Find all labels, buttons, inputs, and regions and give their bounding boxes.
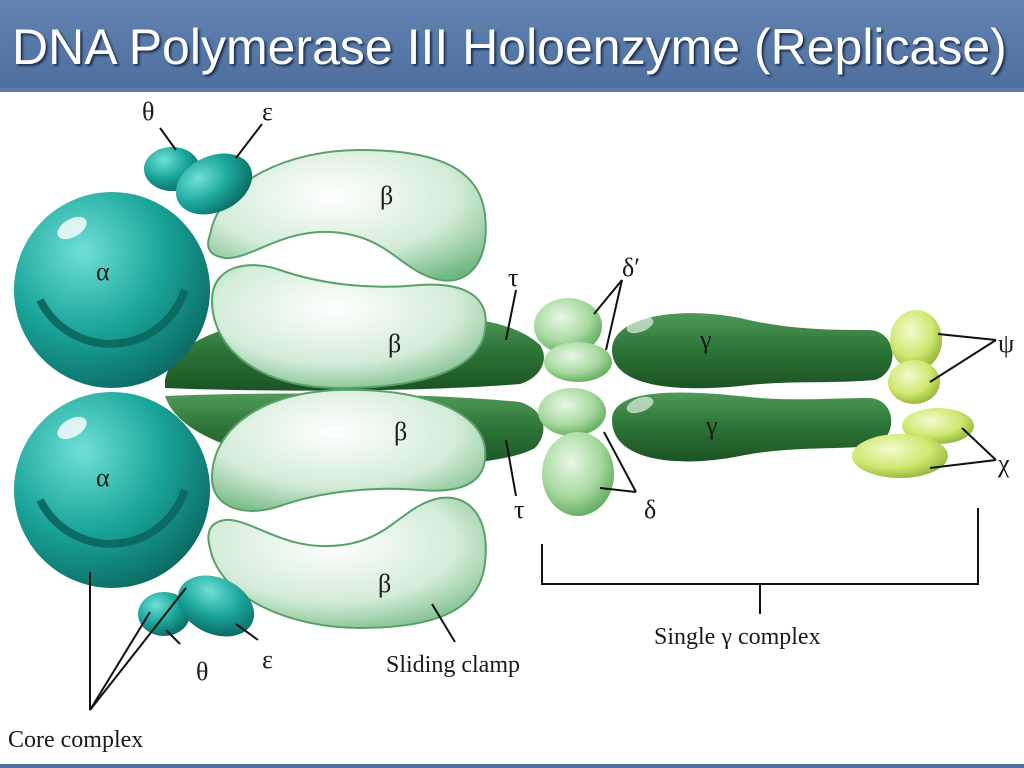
chi-subunit-1 (902, 408, 974, 444)
gamma-subunit-bottom (612, 392, 892, 462)
gamma-subunit-top (612, 313, 893, 389)
sliding-clamp-label: Sliding clamp (386, 652, 520, 678)
psi-subunit-2 (888, 360, 940, 404)
psi-subunit-1 (890, 310, 942, 370)
highlight (626, 316, 654, 334)
highlight (626, 396, 654, 414)
epsilon-label-bottom: ε (262, 645, 273, 674)
theta-label-bottom: θ (196, 657, 208, 686)
leader-lines (89, 123, 997, 711)
tau-label-top: τ (508, 263, 518, 292)
holoenzyme-diagram: θ ε β α τ δ′ β γ ψ β γ χ α τ δ β θ ε Sli… (8, 97, 1014, 753)
epsilon-subunit-top (175, 153, 253, 215)
alpha-top-fold (36, 288, 189, 348)
gamma-label-bottom: γ (705, 411, 718, 440)
beta-clamp-lobe-3 (210, 388, 487, 512)
alpha-subunit-bottom (14, 392, 210, 588)
title-bar-background (0, 0, 1024, 88)
core-complex-label: Core complex (8, 727, 143, 753)
beta-clamp-lobe-1 (207, 148, 487, 282)
alpha-label-top: α (96, 257, 110, 286)
theta-subunit-bottom (138, 592, 190, 636)
slide-title: DNA Polymerase III Holoenzyme (Replicase… (12, 19, 1007, 75)
single-gamma-complex-label: Single γ complex (654, 624, 821, 650)
psi-label: ψ (998, 329, 1014, 358)
epsilon-subunit-bottom (177, 575, 255, 637)
beta-label-3: β (394, 417, 407, 446)
delta-prime-label: δ′ (622, 253, 640, 282)
tau-label-bottom: τ (514, 495, 524, 524)
theta-label-top: θ (142, 97, 154, 126)
gamma-label-top: γ (699, 325, 712, 354)
beta-clamp-lobe-4 (207, 496, 487, 630)
beta-label-2: β (388, 329, 401, 358)
chi-subunit-2 (852, 434, 948, 478)
alpha-bottom-fold (36, 488, 189, 548)
highlight (57, 216, 87, 240)
title-bar: DNA Polymerase III Holoenzyme (Replicase… (0, 0, 1024, 92)
delta-subunit-top (538, 388, 606, 436)
chi-label: χ (997, 449, 1010, 478)
beta-label-4: β (378, 569, 391, 598)
bottom-bar (0, 764, 1024, 768)
delta-prime-subunit-mid (544, 342, 612, 382)
alpha-subunit-top (14, 192, 210, 388)
beta-clamp-lobe-2 (210, 264, 487, 390)
delta-prime-subunit-top (534, 298, 602, 354)
delta-label: δ (644, 495, 656, 524)
beta-label-1: β (380, 181, 393, 210)
epsilon-label-top: ε (262, 97, 273, 126)
alpha-label-bottom: α (96, 463, 110, 492)
delta-subunit-bottom (542, 432, 614, 516)
highlight (57, 416, 87, 440)
